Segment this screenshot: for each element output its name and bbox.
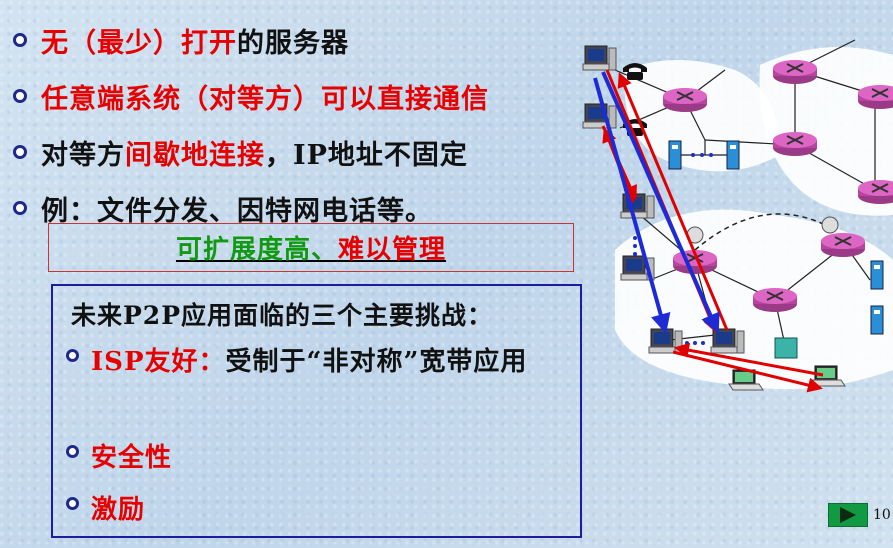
highlight-text-manage: 难以管理 (338, 235, 447, 265)
p2p-network-diagram (582, 39, 893, 393)
bullet-circle-icon (13, 89, 27, 103)
bullet-text: ，IP地址不固定 (265, 139, 468, 171)
bullet-item: 对等方间歇地连接，IP地址不固定 (10, 124, 489, 180)
challenge-label: 激励 (91, 495, 146, 525)
highlight-box: 可扩展度高、难以管理 (48, 223, 574, 272)
page-number: 10 (873, 507, 891, 523)
bullet-circle-icon (13, 201, 27, 215)
play-icon (840, 507, 856, 523)
highlight-text-scalable: 可扩展度高、 (175, 235, 338, 265)
bullet-circle-icon (66, 497, 79, 510)
challenge-item: 激励 (63, 488, 561, 532)
challenge-item: ISP友好：受制于“非对称”宽带应用 (63, 340, 561, 384)
bullet-circle-icon (66, 349, 79, 362)
challenge-label: ISP友好： (91, 347, 226, 377)
bullet-text: 任意端系统（对等方）可以直接通信 (41, 83, 489, 115)
next-slide-button[interactable] (828, 503, 868, 527)
bullet-item: 无（最少）打开的服务器 (10, 12, 489, 68)
bullet-text: 对等方 (41, 139, 125, 171)
bullet-circle-icon (13, 145, 27, 159)
challenges-title: 未来P2P应用面临的三个主要挑战： (71, 301, 493, 330)
bullet-text: 的服务器 (237, 27, 349, 59)
bullet-circle-icon (13, 33, 27, 47)
bullet-text: 无（最少）打开 (41, 27, 237, 59)
challenge-label: 安全性 (91, 443, 173, 473)
challenge-text: 受制于“非对称”宽带应用 (225, 347, 528, 377)
bullet-text: 例：文件分发、因特网电话等。 (41, 195, 433, 227)
challenges-box: 未来P2P应用面临的三个主要挑战： ISP友好：受制于“非对称”宽带应用 安全性… (51, 284, 582, 538)
challenge-item: 安全性 (63, 436, 561, 480)
bullet-list: 无（最少）打开的服务器 任意端系统（对等方）可以直接通信 对等方间歇地连接，IP… (10, 12, 489, 236)
bullet-circle-icon (66, 445, 79, 458)
bullet-item: 例：文件分发、因特网电话等。 (10, 180, 489, 236)
bullet-text: 间歇地连接 (125, 139, 265, 171)
bullet-item: 任意端系统（对等方）可以直接通信 (10, 68, 489, 124)
